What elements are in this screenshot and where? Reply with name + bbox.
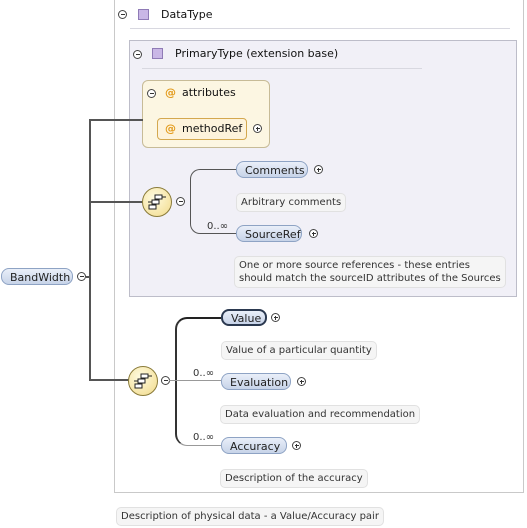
datatype-label: DataType: [161, 8, 213, 21]
collapse-icon[interactable]: [133, 50, 142, 59]
attributes-label: attributes: [182, 86, 236, 99]
element-comments[interactable]: Comments: [236, 161, 308, 178]
primarytype-label: PrimaryType (extension base): [175, 47, 339, 60]
attribute-name: methodRef: [182, 122, 243, 135]
element-doc: Value of a particular quantity: [221, 341, 377, 360]
collapse-icon[interactable]: [147, 89, 156, 98]
element-doc: Arbitrary comments: [236, 193, 347, 212]
expand-icon[interactable]: [297, 377, 306, 386]
multiplicity-label: 0..∞: [193, 432, 215, 443]
connector-line: [169, 380, 221, 381]
doc-line: One or more source references - these en…: [239, 260, 470, 271]
collapse-icon[interactable]: [118, 10, 127, 19]
sequence-compositor-icon: [148, 194, 166, 210]
expand-icon[interactable]: [292, 441, 301, 450]
expand-icon[interactable]: [271, 313, 280, 322]
header-divider: [130, 28, 510, 29]
collapse-icon[interactable]: [176, 197, 185, 206]
element-sourceref[interactable]: SourceRef: [236, 225, 302, 242]
attribute-methodref[interactable]: [157, 118, 247, 140]
element-doc: One or more source references - these en…: [234, 256, 506, 288]
connector-line: [190, 169, 236, 234]
type-square-icon: [152, 48, 163, 59]
element-doc: Description of the accuracy: [220, 469, 368, 488]
expand-icon[interactable]: [309, 229, 318, 238]
at-sign-icon: @: [165, 122, 176, 135]
root-element-bandwidth[interactable]: BandWidth: [1, 268, 73, 285]
element-value[interactable]: Value: [221, 309, 267, 326]
multiplicity-label: 0..∞: [207, 221, 229, 232]
connector-line: [89, 201, 143, 203]
sequence-compositor[interactable]: [142, 187, 172, 217]
header-divider: [142, 68, 422, 69]
multiplicity-label: 0..∞: [193, 368, 215, 379]
element-evaluation[interactable]: Evaluation: [221, 373, 291, 390]
connector-line: [89, 379, 129, 381]
doc-line: should match the sourceID attributes of …: [239, 273, 501, 284]
connector-line: [86, 276, 90, 278]
connector-line: [89, 119, 143, 121]
expand-icon[interactable]: [253, 124, 262, 133]
collapse-icon[interactable]: [77, 272, 86, 281]
connector-line: [89, 119, 91, 381]
connector-line: [175, 317, 221, 446]
element-doc: Data evaluation and recommendation: [220, 405, 421, 424]
root-doc: Description of physical data - a Value/A…: [116, 507, 384, 526]
type-square-icon: [138, 9, 149, 20]
expand-icon[interactable]: [314, 165, 323, 174]
at-sign-icon: @: [165, 86, 176, 99]
sequence-compositor-icon: [134, 373, 152, 389]
sequence-compositor[interactable]: [128, 366, 158, 396]
element-accuracy[interactable]: Accuracy: [221, 437, 287, 454]
